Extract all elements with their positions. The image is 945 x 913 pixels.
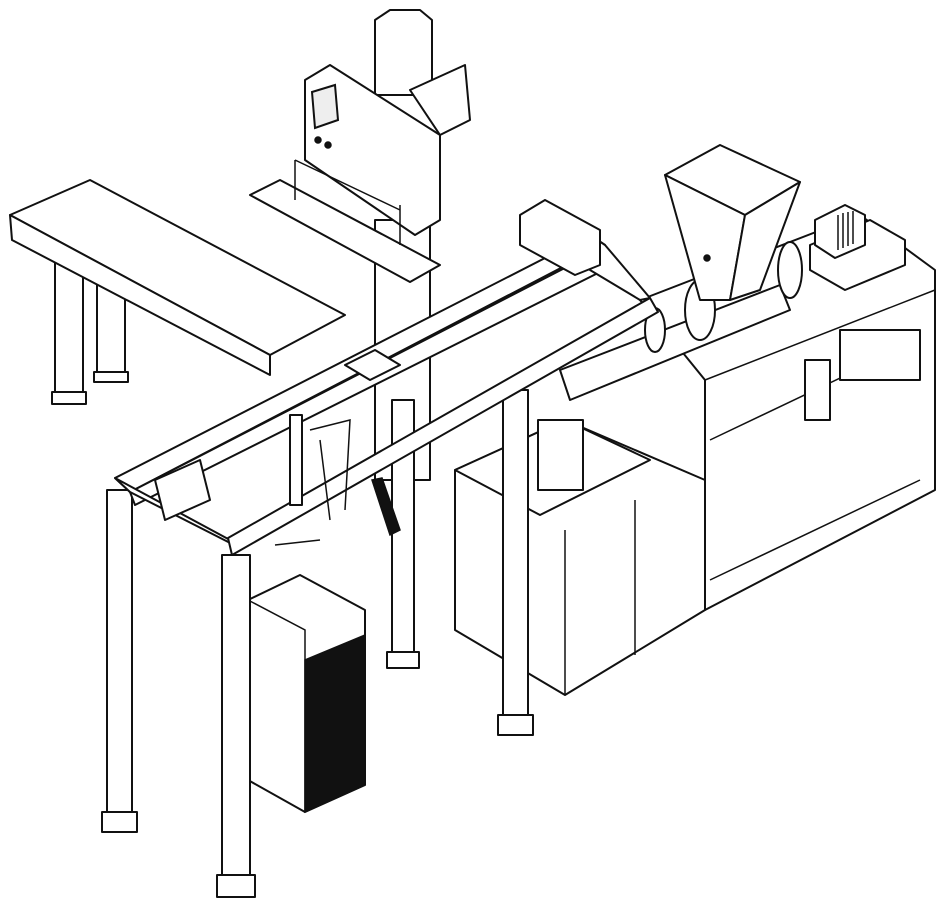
extruder <box>559 144 906 401</box>
bin-dark-side <box>304 633 366 814</box>
gantry-foot <box>216 874 256 898</box>
conveyor-leg <box>54 254 84 401</box>
gantry-frame <box>101 199 659 898</box>
collection-bin <box>247 574 366 814</box>
gantry-leg-left <box>106 489 133 816</box>
control-screen <box>310 83 340 130</box>
gantry-end-block <box>154 459 211 521</box>
press-bracket <box>409 64 471 136</box>
gantry-rail-front <box>227 297 659 556</box>
press-cylinder <box>374 9 433 96</box>
hopper-side <box>729 181 801 301</box>
press-tray <box>249 179 441 283</box>
conveyor-foot <box>51 391 87 405</box>
gantry-foot <box>497 714 534 736</box>
table-leg <box>804 359 831 421</box>
conveyor-belt-side <box>9 214 271 376</box>
cutter-plate <box>537 419 584 491</box>
conveyor-foot <box>93 371 129 383</box>
gantry-foot <box>101 811 138 833</box>
conveyor <box>9 179 346 405</box>
gantry-motor-block <box>519 199 601 276</box>
press-control-box <box>304 64 441 236</box>
gantry-leg-middle <box>502 389 529 721</box>
gantry-foot <box>386 651 420 669</box>
gantry-carriage <box>344 349 401 381</box>
gripper-arm <box>289 414 303 506</box>
control-button <box>314 136 322 144</box>
cabinet <box>454 419 706 696</box>
barrel-flange <box>777 241 803 299</box>
control-button <box>324 141 332 149</box>
gantry-leg-front <box>221 554 251 881</box>
table-drawer <box>839 329 921 381</box>
gripper-finger <box>371 477 401 537</box>
